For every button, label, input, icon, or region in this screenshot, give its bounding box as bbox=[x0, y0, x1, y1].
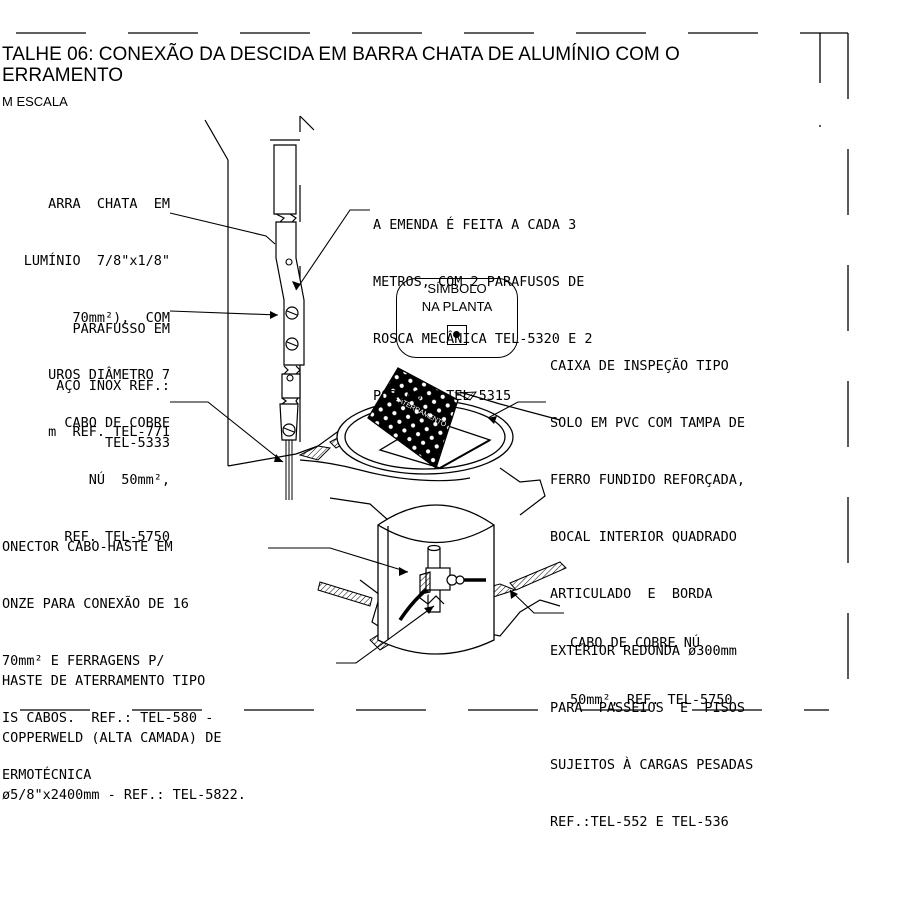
note-line: IS CABOS. REF.: TEL-580 - bbox=[2, 710, 214, 726]
note-line: 50mm², REF. TEL-5750 bbox=[570, 692, 733, 708]
note-line: ONECTOR CABO-HASTE EM bbox=[2, 539, 173, 555]
note-line: ERMOTÉCNICA bbox=[2, 767, 92, 783]
scale-note: M ESCALA bbox=[2, 94, 68, 109]
note-barra-chata: ARRA CHATA EM LUMÍNIO 7/8"x1/8" 70mm²), … bbox=[24, 157, 170, 480]
note-line: PORCAS TEL-5315 bbox=[373, 388, 512, 404]
note-line: TEL-5333 bbox=[104, 435, 170, 451]
leader-parafuso bbox=[169, 310, 279, 316]
drawing-frame bbox=[0, 32, 849, 711]
note-parafuso: PARAFUSSO EM AÇO INOX REF.: TEL-5333 bbox=[56, 282, 170, 491]
leader-conector bbox=[268, 547, 409, 573]
leader-cabo-solo bbox=[509, 589, 564, 614]
note-line: SOLO EM PVC COM TAMPA DE bbox=[550, 415, 746, 431]
note-line: ARRA CHATA EM bbox=[48, 196, 170, 212]
note-line: PARA PASSEIOS E PISOS bbox=[550, 700, 746, 716]
note-line: A EMENDA É FEITA A CADA 3 bbox=[373, 217, 577, 233]
frame-right-edge bbox=[820, 33, 849, 711]
leader-barra-chata bbox=[169, 212, 276, 245]
leader-caixa bbox=[487, 401, 546, 419]
note-conector: ONECTOR CABO-HASTE EM ONZE PARA CONEXÃO … bbox=[2, 500, 213, 823]
note-line: PARAFUSSO EM bbox=[72, 321, 170, 337]
note-line: AÇO INOX REF.: bbox=[56, 378, 170, 394]
note-line: m REF. TEL-771 bbox=[48, 424, 170, 440]
connector-assembly bbox=[398, 567, 486, 623]
plan-symbol-label-2: NA PLANTA bbox=[421, 299, 493, 314]
plan-symbol-label-1: SÍMBOLO bbox=[427, 281, 487, 296]
frame-top-edge bbox=[0, 32, 821, 127]
note-cabo-solo: CABO DE COBRE NÚ 50mm², REF. TEL-5750 bbox=[570, 596, 733, 748]
note-line: METROS, COM 2 PARAFUSOS DE bbox=[373, 274, 585, 290]
leader-lines bbox=[169, 209, 564, 664]
leader-emenda bbox=[295, 209, 370, 291]
note-line: LUMÍNIO 7/8"x1/8" bbox=[23, 253, 170, 269]
note-line: UROS DIÂMETRO 7 bbox=[48, 367, 170, 383]
note-line: BOCAL INTERIOR QUADRADO bbox=[550, 529, 737, 545]
drawing-title: TALHE 06: CONEXÃO DA DESCIDA EM BARRA CH… bbox=[2, 44, 680, 65]
descending-cable bbox=[285, 440, 293, 500]
leader-arrowheads bbox=[270, 281, 518, 614]
note-line: FERRO FUNDIDO REFORÇADA, bbox=[550, 472, 746, 488]
note-line: REF. TEL-5750 bbox=[64, 529, 170, 545]
note-line: ø5/8"x2400mm - REF.: TEL-5822. bbox=[2, 787, 246, 803]
note-line: ROSCA MECÂNICA TEL-5320 E 2 bbox=[373, 331, 593, 347]
note-line: 70mm²), COM bbox=[72, 310, 170, 326]
bar-holes bbox=[285, 258, 294, 382]
note-line: 70mm² E FERRAGENS P/ bbox=[2, 653, 165, 669]
note-line: CAIXA DE INSPEÇÃO TIPO bbox=[550, 358, 729, 374]
note-line: REF.:TEL-552 E TEL-536 bbox=[550, 814, 729, 830]
bar-screws bbox=[282, 306, 299, 437]
note-caixa-inspecao: CAIXA DE INSPEÇÃO TIPO SOLO EM PVC COM T… bbox=[550, 319, 753, 870]
note-line: NÚ 50mm², bbox=[88, 472, 170, 488]
note-line: CABO DE COBRE bbox=[64, 415, 170, 431]
leader-haste bbox=[336, 605, 435, 664]
note-line: ONZE PARA CONEXÃO DE 16 bbox=[2, 596, 189, 612]
inspection-box-symbol-icon bbox=[447, 325, 467, 345]
note-line: EXTERIOR REDONDA ø300mm bbox=[550, 643, 737, 659]
note-cabo-descida: CABO DE COBRE NÚ 50mm², REF. TEL-5750 bbox=[64, 376, 170, 585]
plan-symbol-box: SÍMBOLO NA PLANTA bbox=[396, 278, 518, 358]
leader-cabo-descida bbox=[170, 401, 284, 463]
inspection-box bbox=[336, 367, 514, 475]
note-line: COPPERWELD (ALTA CAMADA) DE bbox=[2, 730, 222, 746]
note-line: SUJEITOS À CARGAS PESADAS bbox=[550, 757, 754, 773]
flat-bar bbox=[270, 139, 305, 441]
note-line: HASTE DE ATERRAMENTO TIPO bbox=[2, 673, 206, 689]
note-line: ARTICULADO E BORDA bbox=[550, 586, 713, 602]
note-emenda: A EMENDA É FEITA A CADA 3 METROS, COM 2 … bbox=[373, 178, 592, 444]
note-haste: HASTE DE ATERRAMENTO TIPO COPPERWELD (AL… bbox=[2, 634, 246, 843]
drawing-title-continuation: ERRAMENTO bbox=[2, 65, 124, 86]
note-line: CABO DE COBRE NÚ bbox=[570, 635, 701, 651]
